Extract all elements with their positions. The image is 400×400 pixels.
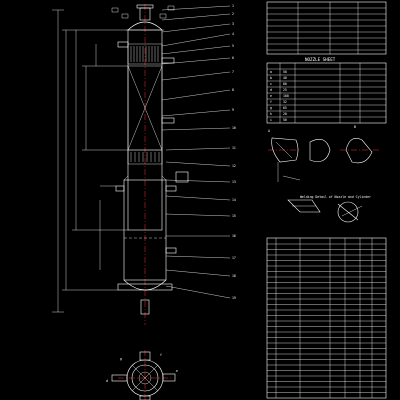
svg-text:2: 2 <box>232 12 234 16</box>
nozzle-left-upper <box>117 41 129 48</box>
svg-text:1: 1 <box>232 4 234 8</box>
manhole <box>175 171 189 183</box>
parts-list-table <box>266 237 387 399</box>
svg-text:100: 100 <box>283 94 289 98</box>
top-nozzle-tags <box>111 5 175 19</box>
plan-nozzle-left <box>111 374 128 382</box>
nozzle-right-upper <box>161 57 175 64</box>
callout-leaders <box>161 5 231 299</box>
svg-text:7: 7 <box>232 70 234 74</box>
nozzle-right-mid <box>161 117 175 124</box>
svg-text:65: 65 <box>283 106 287 110</box>
left-dimensions <box>52 9 128 313</box>
svg-text:11: 11 <box>232 146 236 150</box>
svg-text:d: d <box>270 88 272 92</box>
svg-text:A: A <box>268 129 270 133</box>
svg-text:50: 50 <box>283 70 287 74</box>
svg-text:g: g <box>270 106 272 110</box>
svg-text:i: i <box>270 118 272 122</box>
svg-text:9: 9 <box>232 108 234 112</box>
svg-text:32: 32 <box>283 100 287 104</box>
svg-text:f: f <box>160 353 162 357</box>
nozzle-orientation-view: d e f g <box>106 350 178 400</box>
svg-text:19: 19 <box>232 296 236 300</box>
svg-text:12: 12 <box>232 164 236 168</box>
nozzle-sheet: NOZZLE SHEET a 50 b 40 c 80 d 25 e 100 f 32 g 6… <box>266 57 387 124</box>
welding-detail-label: Welding Detail of Nozzle and Cylinder <box>300 195 371 199</box>
svg-text:50: 50 <box>283 118 287 122</box>
svg-text:16: 16 <box>232 234 236 238</box>
svg-text:f: f <box>270 100 272 104</box>
svg-text:h: h <box>270 112 272 116</box>
svg-text:13: 13 <box>232 180 236 184</box>
design-data-table <box>266 1 387 55</box>
welding-details: Welding Detail of Nozzle and Cylinder <box>287 195 371 223</box>
nozzle-left-lower <box>115 185 125 192</box>
svg-text:17: 17 <box>232 256 236 260</box>
svg-text:15: 15 <box>232 214 236 218</box>
detail-a-shape <box>271 137 299 163</box>
support-grid <box>127 149 163 165</box>
svg-text:40: 40 <box>283 76 287 80</box>
plan-nozzle-top <box>139 351 151 361</box>
callout-numbers: 1 2 3 4 5 6 7 8 9 10 11 12 13 14 15 16 1… <box>232 4 236 300</box>
plan-nozzle-right <box>162 373 176 382</box>
detail-b-shape <box>309 139 331 162</box>
svg-text:3: 3 <box>232 22 234 26</box>
svg-text:g: g <box>120 357 122 361</box>
svg-text:20: 20 <box>283 112 287 116</box>
nozzle-right-lower <box>165 185 177 192</box>
nozzle-rows: a 50 b 40 c 80 d 25 e 100 f 32 g 65 h 20 i 50 <box>270 70 289 122</box>
detail-views: A B <box>268 125 380 182</box>
svg-text:e: e <box>176 369 178 373</box>
svg-text:18: 18 <box>232 274 236 278</box>
svg-text:e: e <box>270 94 272 98</box>
svg-text:25: 25 <box>283 88 287 92</box>
svg-text:a: a <box>270 70 272 74</box>
svg-text:10: 10 <box>232 126 236 130</box>
svg-text:B: B <box>354 125 356 129</box>
vessel-elevation: 1 2 3 4 5 6 7 8 9 10 11 12 13 14 15 16 1… <box>52 4 236 325</box>
svg-text:b: b <box>270 76 272 80</box>
svg-text:5: 5 <box>232 44 234 48</box>
svg-text:8: 8 <box>232 88 234 92</box>
svg-text:14: 14 <box>232 198 236 202</box>
top-head <box>127 21 163 31</box>
svg-text:4: 4 <box>232 32 234 36</box>
bottom-nozzle <box>140 299 150 315</box>
svg-text:d: d <box>106 379 108 383</box>
nozzle-sheet-title: NOZZLE SHEET <box>305 57 336 62</box>
svg-text:6: 6 <box>232 56 234 60</box>
svg-text:80: 80 <box>283 82 287 86</box>
svg-text:c: c <box>270 82 272 86</box>
